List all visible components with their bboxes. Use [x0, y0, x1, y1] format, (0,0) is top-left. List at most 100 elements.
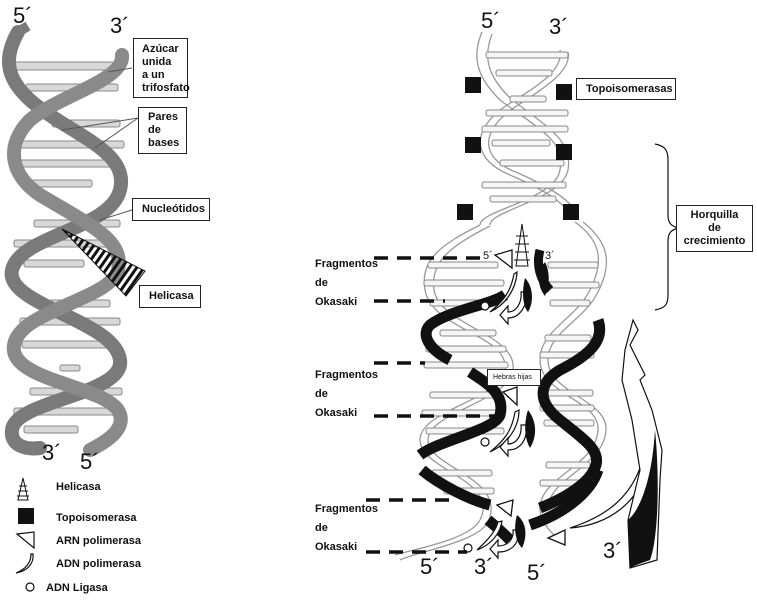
base-pair [485, 109, 569, 117]
base-pair [423, 279, 505, 287]
right-top-3-prime: 3´ [549, 14, 569, 39]
base-pair [544, 389, 594, 397]
okazaki-label-line: Okasaki [315, 407, 358, 419]
nucleotides-label-box: Nucleótidos [132, 198, 210, 221]
parental-strand-a-inner [487, 33, 570, 226]
okazaki-label-line: Fragmentos [315, 369, 378, 381]
dna-ligase-circle-icon [14, 577, 36, 599]
right-daughter-leading-strand-3 [528, 467, 604, 531]
base-pair [489, 195, 557, 203]
sugar-label-line: a un [142, 69, 165, 81]
dna-polymerase-crescent [476, 520, 503, 551]
parental-strand-a [476, 31, 562, 226]
legend-label: ADN Ligasa [46, 582, 108, 594]
daughter-strands-label-box: Hebras hijas [487, 369, 541, 386]
base-pair [431, 469, 493, 477]
fork-label-line: crecimiento [683, 235, 746, 247]
dna-ligase-circle [463, 543, 473, 553]
base-pair [23, 259, 85, 268]
left-dna-helix [1, 21, 146, 457]
sugar-triphosphate-label-box: Azúcar unida a un trifosfato [133, 38, 190, 98]
topoisomerase-square [465, 137, 481, 153]
legend-label: ARN polimerasa [56, 535, 141, 547]
right-top-5-prime: 5´ [481, 8, 501, 33]
legend-item-helicase: Helicasa [14, 476, 101, 501]
base-pair [544, 334, 592, 342]
right-daughter-leading-strand-2 [537, 318, 606, 514]
curved-arrow [489, 529, 519, 560]
left-daughter-fragment-4 [484, 515, 514, 544]
base-pair [429, 391, 497, 399]
base-pair [59, 364, 81, 372]
dna-ligase-circle [480, 301, 490, 311]
dna-ligase-circle [480, 437, 490, 447]
fork-3-prime: 3´ [545, 250, 555, 262]
okazaki-label-group-3: Fragmentos de Okasaki [315, 500, 378, 557]
callout-line-nucleotides [99, 209, 133, 221]
base-pair [423, 361, 509, 369]
base-pairs-label-line: bases [148, 137, 180, 149]
left-daughter-fragment-1 [420, 290, 509, 365]
topoisomerase-square [556, 144, 572, 160]
daughter-chunk [525, 410, 536, 448]
base-pairs-label-line: de [148, 124, 161, 136]
callout-line-pairs-1 [61, 117, 139, 131]
bottom-3-prime-mid: 3´ [474, 554, 494, 579]
rna-polymerase-triangle [495, 499, 514, 518]
okazaki-label-group-2: Fragmentos de Okasaki [315, 366, 378, 423]
okazaki-label-line: Fragmentos [315, 503, 378, 515]
base-pair [31, 179, 93, 188]
base-pair [499, 159, 565, 167]
helicase-icon [14, 476, 36, 501]
bottom-3-prime-right: 3´ [603, 538, 623, 563]
parental-strand-b-inner [488, 51, 579, 221]
rna-polymerase-triangle [501, 386, 518, 407]
right-dna-helix [366, 31, 680, 569]
topoisomerase-square [465, 77, 481, 93]
left-top-5-prime: 5´ [13, 3, 33, 28]
topoisomerases-label-box: Topoisomerasas [576, 78, 676, 100]
daughter-chunk [515, 515, 526, 548]
base-pair [481, 125, 569, 133]
sugar-label-line: unida [142, 56, 172, 68]
large-synthesis-arrow-fill [628, 430, 658, 568]
left-bottom-5-prime: 5´ [80, 449, 100, 474]
base-pair [509, 95, 547, 103]
base-pair [495, 69, 553, 77]
callout-line-pairs-2 [94, 117, 139, 149]
sugar-label-line: Azúcar [142, 43, 179, 55]
okazaki-label-line: de [315, 388, 328, 400]
left-daughter-fragment-3 [418, 465, 492, 511]
loop-arrows [489, 291, 527, 560]
callout-line-sugar [107, 67, 133, 73]
topoisomerase-square-icon [14, 507, 36, 529]
left-top-3-prime: 3´ [110, 13, 130, 38]
okazaki-label-line: Okasaki [315, 541, 358, 553]
okazaki-label-group-1: Fragmentos de Okasaki [315, 255, 378, 312]
fork-label-line: Horquilla [690, 209, 739, 221]
okazaki-label-line: Fragmentos [315, 258, 378, 270]
right-top-base-pairs [481, 51, 569, 203]
dna-ligase-markers [463, 301, 490, 553]
helicase-wedge [61, 228, 146, 297]
right-arm-base-pairs [539, 261, 600, 487]
sugar-label-line: trifosfato [142, 82, 190, 94]
base-pair [427, 261, 499, 269]
fork-5-prime: 5´ [483, 250, 493, 262]
base-pair [425, 345, 507, 353]
base-pairs-label-line: Pares [148, 111, 178, 123]
daughter-chunk [523, 278, 532, 312]
topoisomerase-square [457, 204, 473, 220]
base-pair [544, 281, 600, 289]
base-pair [549, 299, 591, 307]
base-pair [23, 425, 79, 434]
okazaki-leader-lines [366, 256, 505, 554]
dna-polymerase-crescent [489, 409, 520, 453]
fork-label-box: Horquilla de crecimiento [676, 205, 753, 252]
legend-label: Helicasa [56, 481, 101, 493]
legend-item-dna-ligase: ADN Ligasa [14, 577, 108, 599]
dna-polymerase-crescent [489, 270, 518, 313]
bottom-5-prime-left: 5´ [420, 554, 440, 579]
legend-item-topoisomerase: Topoisomerasa [14, 507, 137, 529]
topoisomerase-square [556, 84, 572, 100]
